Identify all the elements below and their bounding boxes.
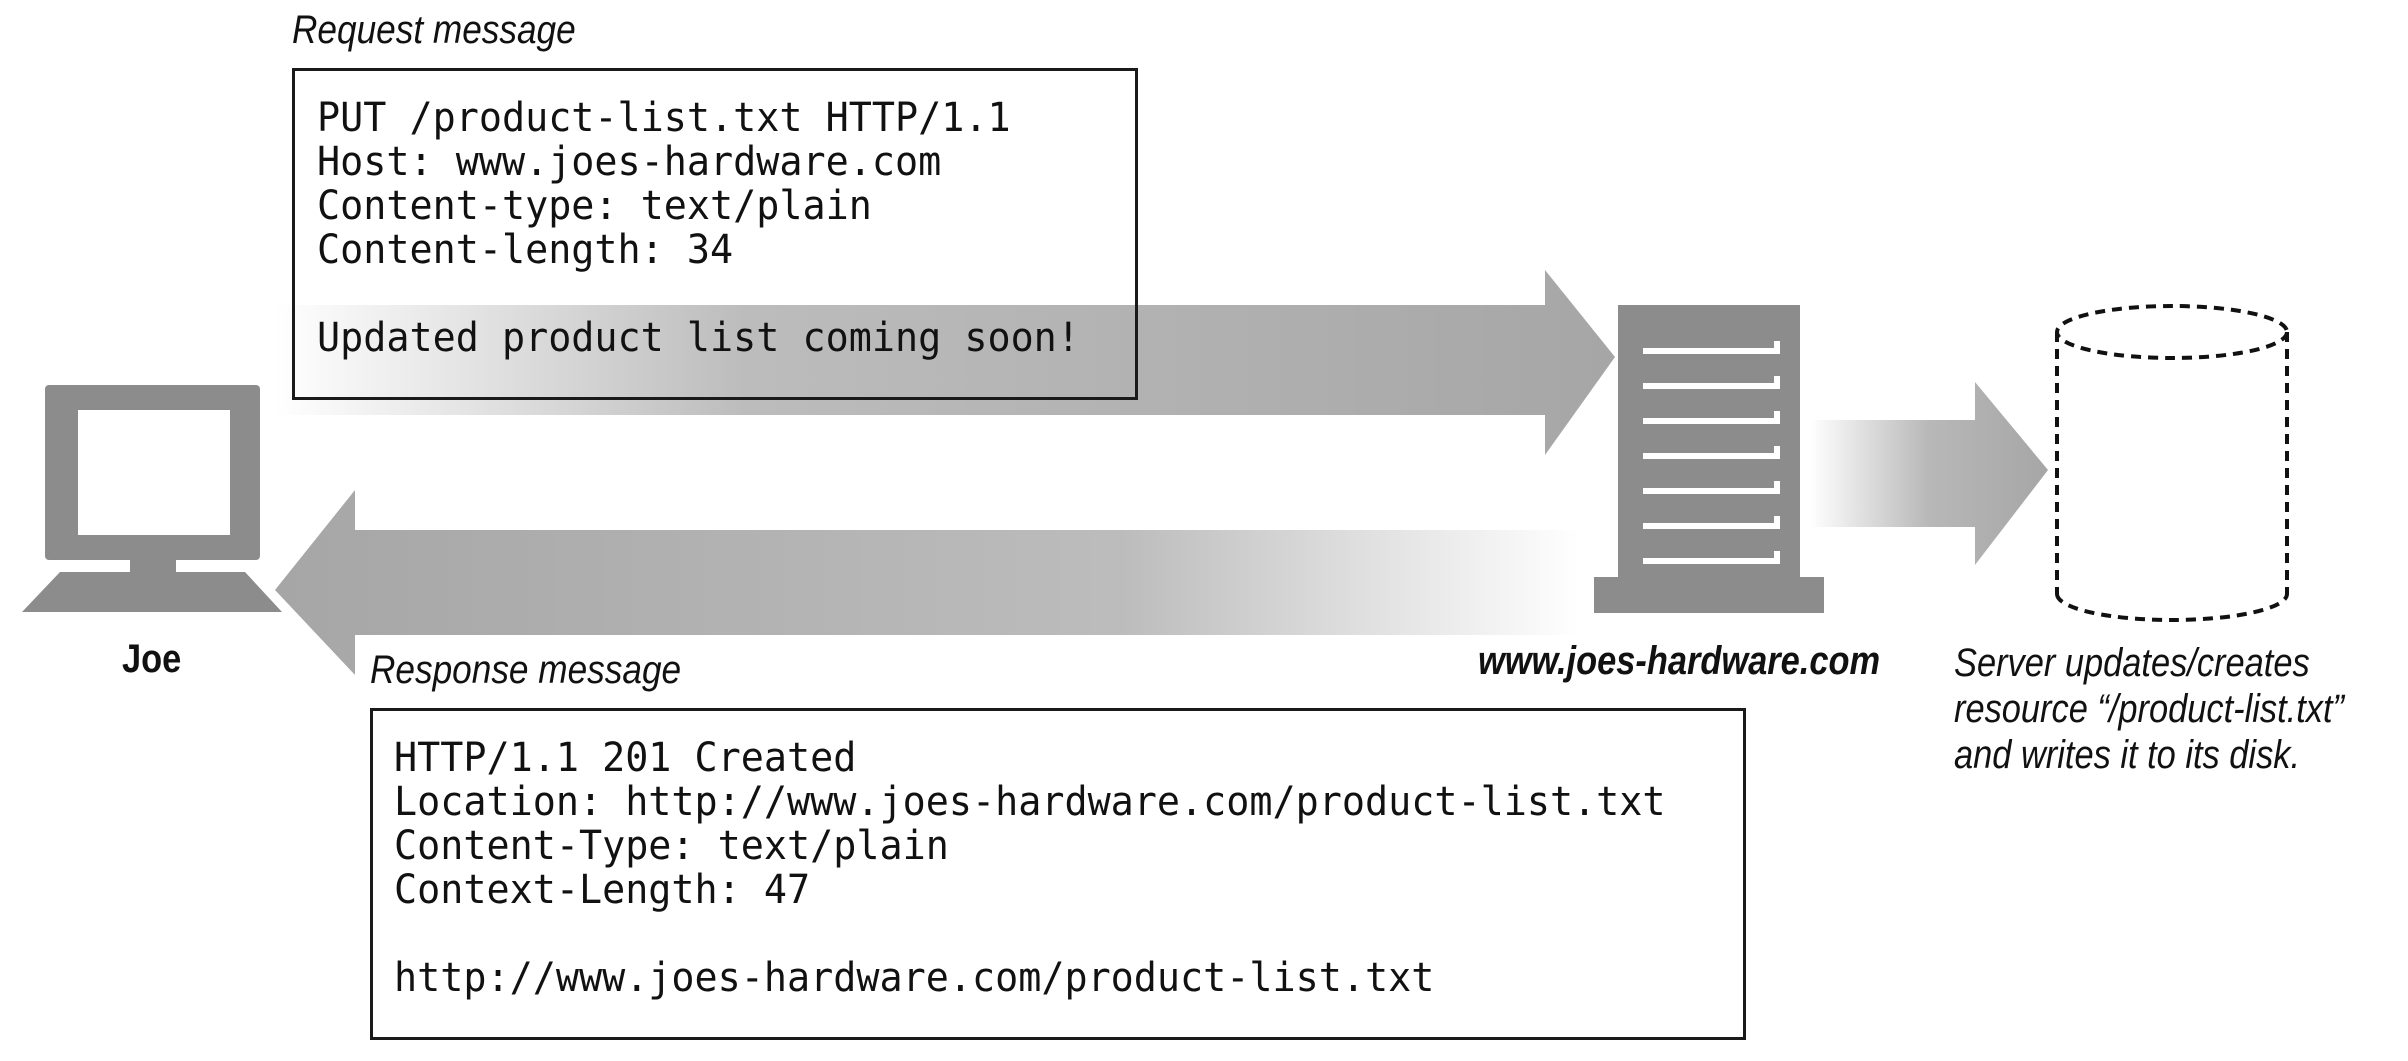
disk-note-line: and writes it to its disk. — [1954, 733, 2301, 777]
server-label: www.joes-hardware.com — [1478, 639, 1881, 683]
disk-cylinder-icon — [2055, 304, 2289, 622]
computer-icon — [22, 385, 282, 612]
disk-note-line: Server updates/creates — [1954, 641, 2310, 685]
request-line: Content-length: 34 — [317, 227, 734, 273]
response-body: http://www.joes-hardware.com/product-lis… — [394, 955, 1435, 1001]
request-line: Content-type: text/plain — [317, 183, 872, 229]
client-label: Joe — [122, 637, 182, 681]
disk-write-arrow — [1810, 382, 2048, 565]
response-message-box — [370, 708, 1746, 1040]
request-message-box — [292, 68, 1138, 400]
request-caption: Request message — [292, 8, 576, 52]
request-arrow — [275, 270, 1615, 455]
request-line: PUT /product-list.txt HTTP/1.1 — [317, 95, 1011, 141]
response-line: Location: http://www.joes-hardware.com/p… — [394, 779, 1666, 825]
disk-note-line: resource “/product-list.txt” — [1954, 687, 2344, 731]
response-line: Content-Type: text/plain — [394, 823, 949, 869]
request-line: Host: www.joes-hardware.com — [317, 139, 942, 185]
response-line: Context-Length: 47 — [394, 867, 811, 913]
response-arrow — [275, 490, 1580, 675]
request-body: Updated product list coming soon! — [317, 315, 1080, 361]
response-caption: Response message — [370, 648, 682, 692]
server-icon — [1594, 305, 1824, 613]
response-line: HTTP/1.1 201 Created — [394, 735, 857, 781]
